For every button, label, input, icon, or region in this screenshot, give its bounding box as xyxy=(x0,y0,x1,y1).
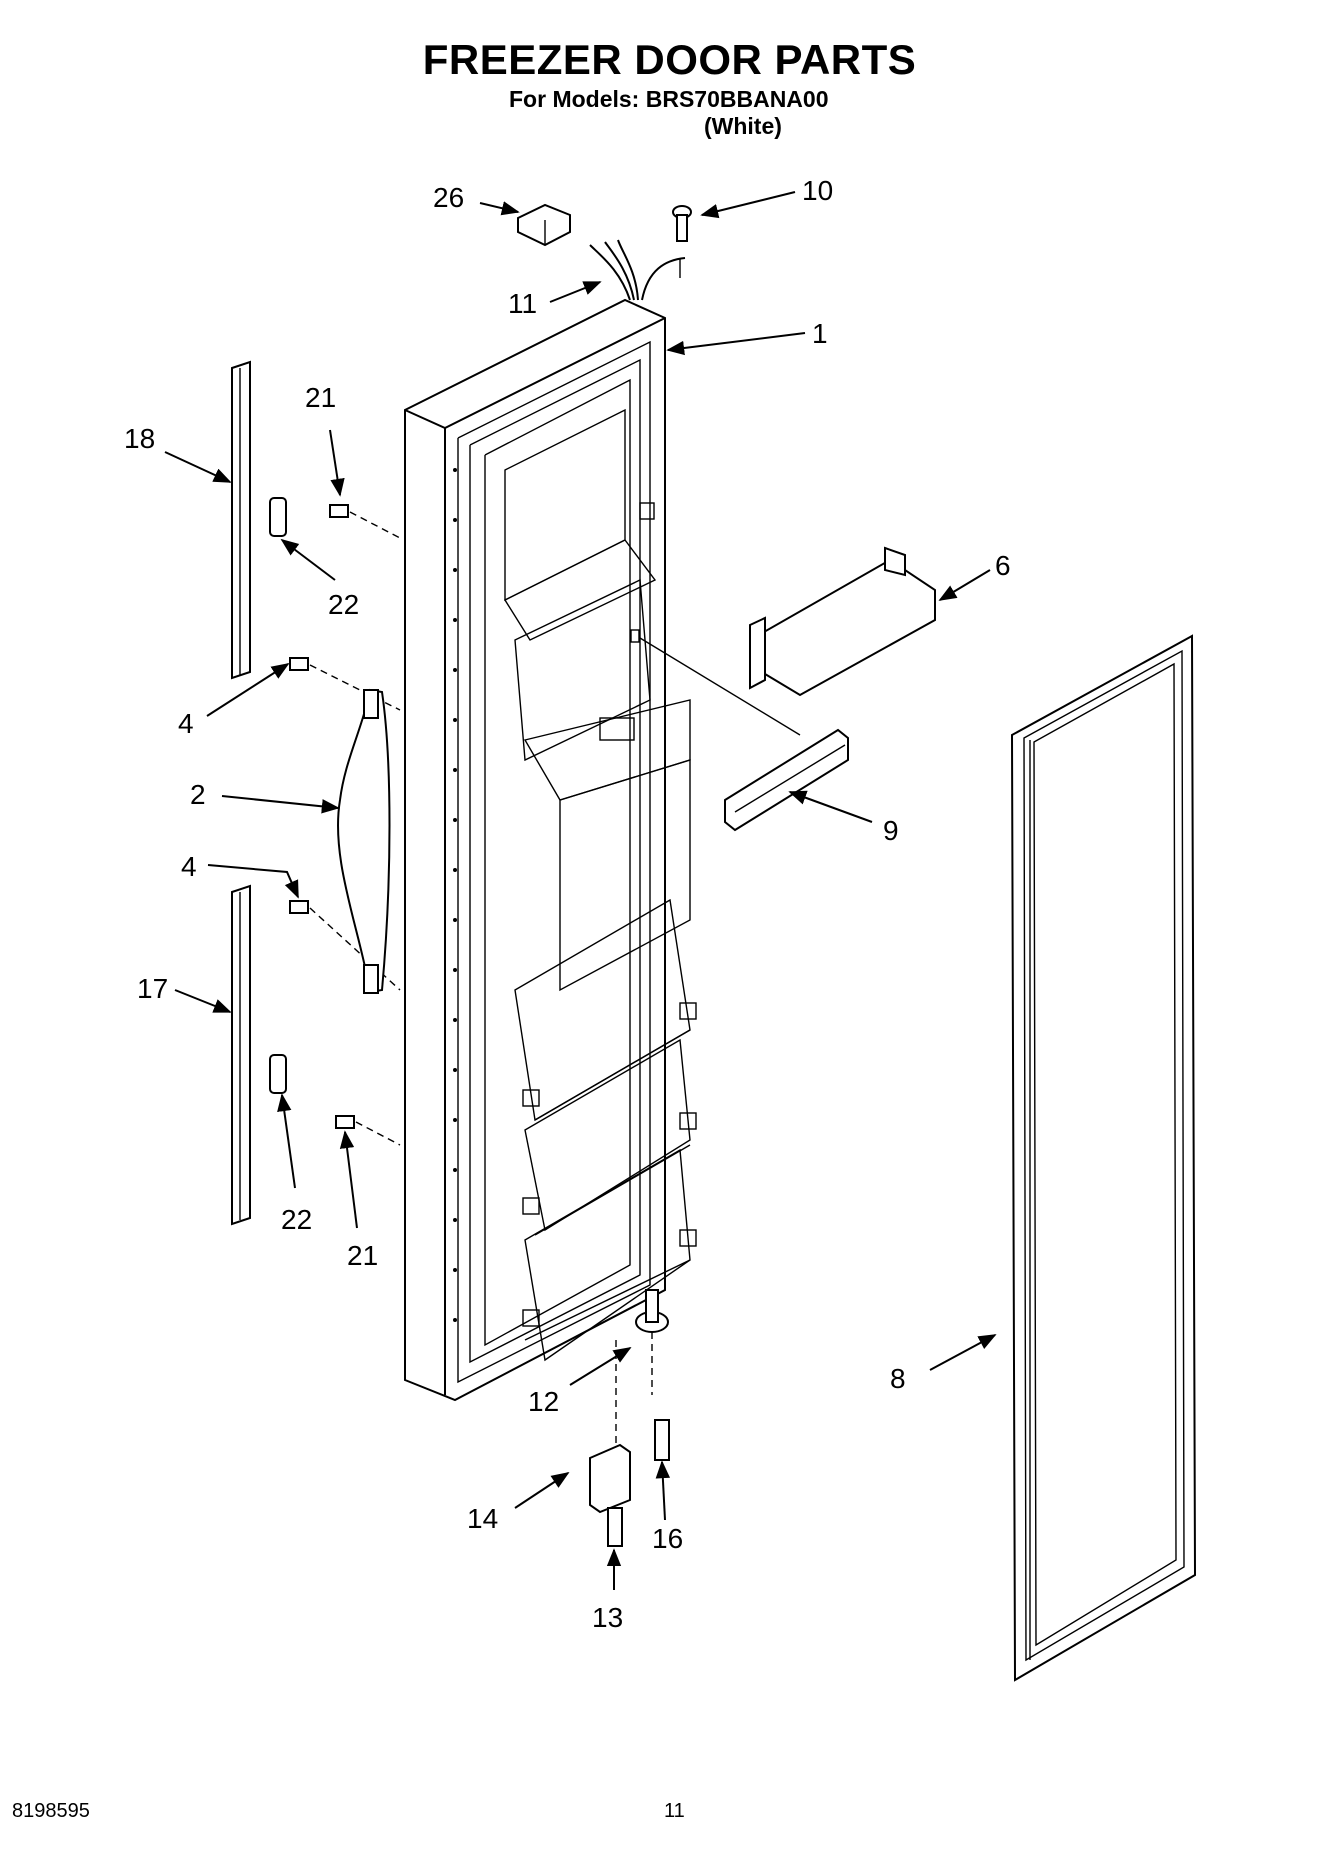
screw-21-upper xyxy=(329,504,401,539)
trim-strip-17 xyxy=(231,884,251,1226)
page-number: 11 xyxy=(664,1800,685,1822)
callout-26: 26 xyxy=(433,182,464,213)
screw-13 xyxy=(607,1507,623,1547)
door-shelves xyxy=(514,898,697,1362)
clip-lower xyxy=(269,1054,287,1094)
callout-18: 18 xyxy=(124,423,155,454)
clip-upper xyxy=(269,497,287,537)
callout-17: 17 xyxy=(137,973,168,1004)
screw-10 xyxy=(672,205,692,242)
trim-strip-18 xyxy=(231,360,251,680)
callout-8: 8 xyxy=(890,1363,906,1394)
callout-21-upper: 21 xyxy=(305,382,336,413)
leader-lines xyxy=(164,191,997,1590)
door-bin xyxy=(749,546,936,697)
callout-21-lower: 21 xyxy=(347,1240,378,1271)
wire-harness xyxy=(589,239,686,301)
callout-12: 12 xyxy=(528,1386,559,1417)
screw-16 xyxy=(654,1419,670,1461)
callout-11: 11 xyxy=(508,288,537,319)
callout-16: 16 xyxy=(652,1523,683,1554)
callout-4-upper: 4 xyxy=(178,708,194,739)
screw-4-upper xyxy=(289,657,401,711)
callout-6: 6 xyxy=(995,550,1011,581)
color-line: (White) xyxy=(704,113,782,139)
callout-2: 2 xyxy=(190,779,206,810)
callout-22-lower: 22 xyxy=(281,1204,312,1235)
callout-4-lower: 4 xyxy=(181,851,197,882)
callout-14: 14 xyxy=(467,1503,498,1534)
models-line: For Models: BRS70BBANA00 xyxy=(509,86,829,112)
hinge-14 xyxy=(589,1443,631,1514)
door-screw-holes xyxy=(453,468,457,1322)
callout-labels: 26 10 11 1 21 18 22 6 4 2 9 4 17 22 21 8… xyxy=(124,175,1011,1633)
shelf-rail xyxy=(639,637,849,832)
wire-connector xyxy=(517,203,571,247)
door-handle xyxy=(336,688,391,994)
callout-9: 9 xyxy=(883,815,899,846)
callout-13: 13 xyxy=(592,1602,623,1633)
document-number: 8198595 xyxy=(12,1800,90,1822)
callout-10: 10 xyxy=(802,175,833,206)
screw-4-lower xyxy=(289,900,401,991)
callout-22-upper: 22 xyxy=(328,589,359,620)
page-title: FREEZER DOOR PARTS xyxy=(422,36,917,83)
door-gasket xyxy=(1010,634,1197,1682)
freezer-door xyxy=(404,298,697,1402)
screw-21-lower xyxy=(335,1115,401,1146)
callout-1: 1 xyxy=(812,318,828,349)
